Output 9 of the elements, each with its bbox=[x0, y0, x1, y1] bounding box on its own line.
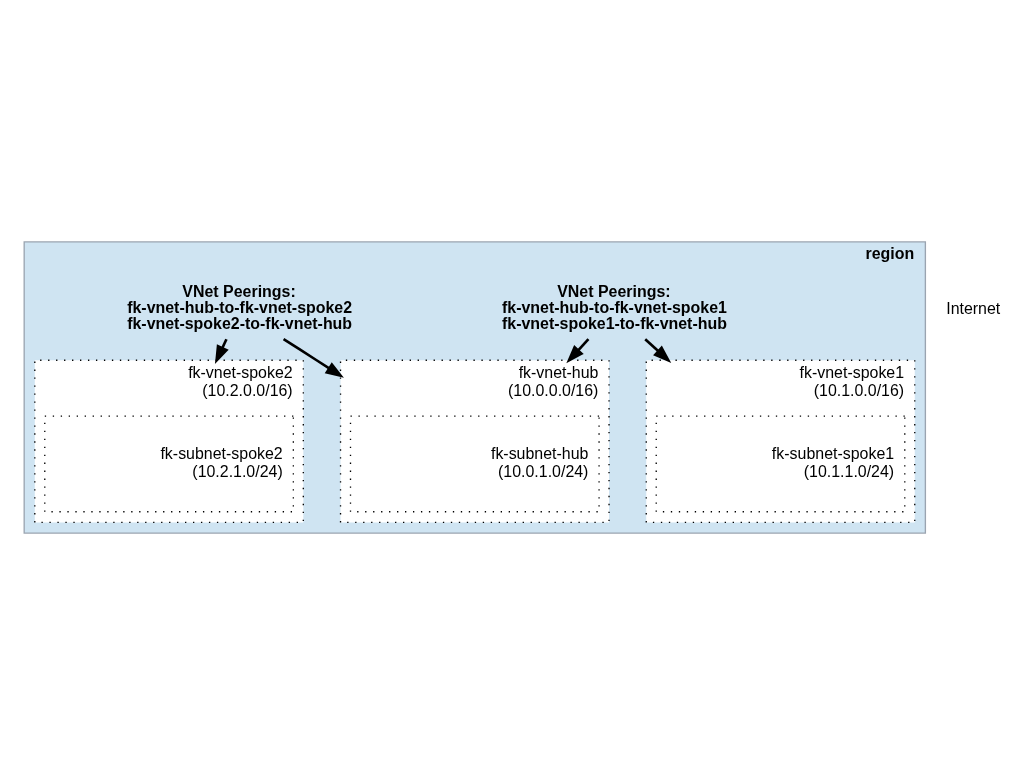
node-box: fk-subnet-spoke2 (10.2.1.0/24) bbox=[44, 414, 294, 512]
arrow bbox=[282, 337, 344, 378]
arrow bbox=[644, 337, 672, 363]
node-text: VNet Peerings: fk-vnet-hub-to-fk-vnet-spoke2 fk-vnet-spoke2-to-fk-vnet-hub bbox=[127, 282, 353, 332]
node-text: Internet bbox=[946, 299, 1001, 317]
arrow bbox=[566, 337, 590, 363]
node-box: fk-subnet-spoke1 (10.1.1.0/24) bbox=[655, 414, 906, 512]
node-box: fk-subnet-hub (10.0.1.0/24) bbox=[349, 414, 600, 512]
node-text: VNet Peerings: fk-vnet-hub-to-fk-vnet-spoke1 fk-vnet-spoke1-to-fk-vnet-hub bbox=[502, 282, 727, 332]
